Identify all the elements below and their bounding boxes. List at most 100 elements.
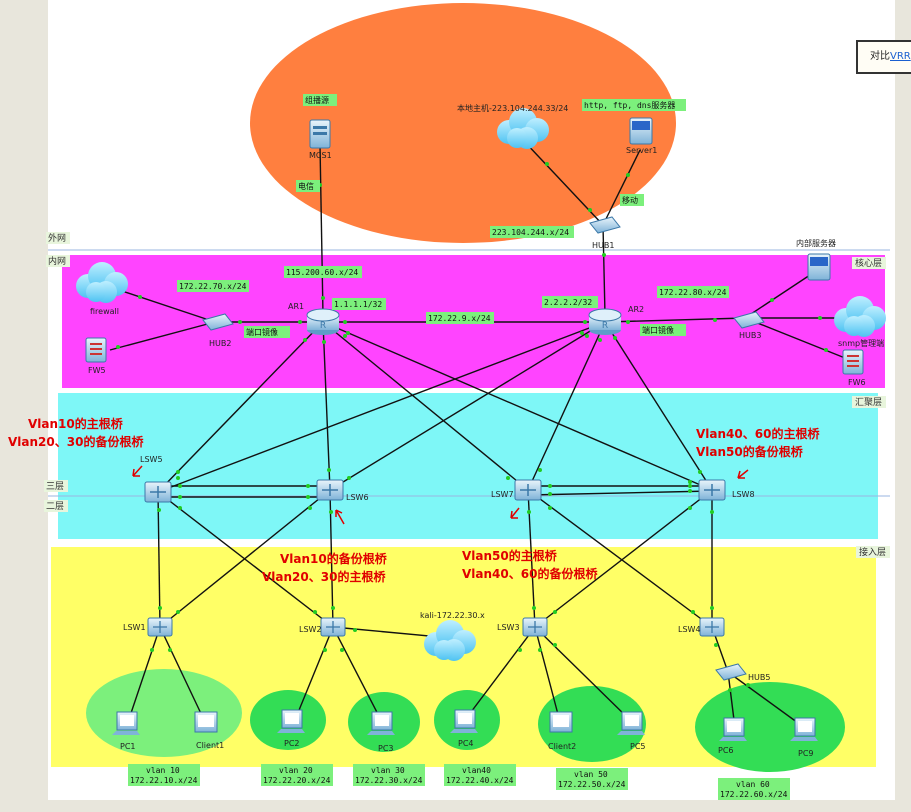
pc-icon[interactable] <box>450 709 478 733</box>
server-icon[interactable] <box>629 117 653 145</box>
device-label-pc6: PC6 <box>718 746 734 755</box>
firewall-icon[interactable] <box>842 349 864 375</box>
device-label-lsw2: LSW2 <box>299 625 322 634</box>
device-label-lsw8: LSW8 <box>732 490 755 499</box>
tag-net-172-80: 172.22.80.x/24 <box>659 288 727 297</box>
tag-mobile: 移动 <box>622 195 638 205</box>
device-label-firewall: firewall <box>90 307 119 316</box>
device-label-client1: Client1 <box>196 741 224 750</box>
note-lsw5-line1: Vlan10的主根桥 <box>28 416 124 431</box>
pc-icon[interactable] <box>617 711 645 735</box>
tag-telecom: 电信 <box>298 181 314 191</box>
server-icon[interactable] <box>309 119 331 149</box>
note-lsw6-line2: Vlan20、30的主根桥 <box>262 569 386 584</box>
zone-labels: 外网 内网 核心层 汇聚层 接入层 三层 二层 <box>44 232 890 558</box>
hub-icon[interactable] <box>715 663 747 681</box>
tag-net-172-9: 172.22.9.x/24 <box>428 314 491 323</box>
device-label-ar2: AR2 <box>628 305 644 314</box>
page-margin-left <box>0 0 48 812</box>
cloud-icon <box>76 108 886 661</box>
tag-http-server: http, ftp, dns服务器 <box>584 100 675 110</box>
vlan60-ellipse <box>695 682 845 772</box>
tag-lo-ar2: 2.2.2.2/32 <box>544 298 592 307</box>
device-label-pc5: PC5 <box>630 742 646 751</box>
pc-icon[interactable] <box>549 711 573 733</box>
vlan50-ellipse <box>538 686 646 762</box>
device-label-hub3: HUB3 <box>739 331 761 340</box>
hub-icon[interactable] <box>202 313 234 331</box>
device-label-pc4: PC4 <box>458 739 474 748</box>
tag-vlan50-name: vlan 50 <box>574 770 608 779</box>
router-icon[interactable]: R <box>588 308 622 335</box>
tag-vlan20-net: 172.22.20.x/24 <box>263 776 331 785</box>
switch-icon[interactable] <box>698 479 726 501</box>
tag-net-172-70: 172.22.70.x/24 <box>179 282 247 291</box>
device-label-fw6: FW6 <box>848 378 866 387</box>
aggregation-zone <box>58 393 878 539</box>
note-lsw8-line2: Vlan50的备份根桥 <box>696 444 804 459</box>
switch-icon[interactable] <box>522 617 548 637</box>
device-label-lsw7: LSW7 <box>491 490 514 499</box>
tag-vlan20-name: vlan 20 <box>279 766 313 775</box>
svg-text:R: R <box>320 321 326 331</box>
server-icon[interactable] <box>807 253 831 281</box>
note-lsw8-line1: Vlan40、60的主根桥 <box>696 426 820 441</box>
hub-icon[interactable] <box>733 311 765 329</box>
zone-aggregation: 汇聚层 <box>855 397 882 408</box>
device-label-mcs1: MCS1 <box>309 151 332 160</box>
device-label-inner-server: 内部服务器 <box>796 238 836 248</box>
hub-icon[interactable] <box>589 216 621 234</box>
note-lsw7-line1: Vlan50的主根桥 <box>462 548 558 563</box>
tag-backgrounds <box>128 94 790 800</box>
tag-vlan40-net: 172.22.40.x/24 <box>446 776 514 785</box>
tag-vlan30-net: 172.22.30.x/24 <box>355 776 423 785</box>
zone-layer3: 三层 <box>46 481 64 492</box>
device-label-lsw5: LSW5 <box>140 455 163 464</box>
device-label-local-host: 本地主机-223.104.244.33/24 <box>457 103 568 113</box>
zone-layer2: 二层 <box>46 501 64 512</box>
zone-core: 核心层 <box>855 257 882 269</box>
pc-icon[interactable] <box>719 717 747 741</box>
pc-icon[interactable] <box>112 711 140 735</box>
device-label-fw5: FW5 <box>88 366 106 375</box>
compare-tooltip: 对比VRR <box>856 40 911 74</box>
note-lsw7-line2: Vlan40、60的备份根桥 <box>462 566 598 581</box>
device-label-lsw3: LSW3 <box>497 623 520 632</box>
tag-mirror-2: 端口镜像 <box>642 325 674 335</box>
note-lsw5-line2: Vlan20、30的备份根桥 <box>8 434 144 449</box>
pc-icon[interactable] <box>790 717 818 741</box>
switch-icon[interactable] <box>144 481 172 503</box>
device-label-snmp: snmp管理端 <box>838 338 884 348</box>
tag-vlan30-name: vlan 30 <box>371 766 405 775</box>
tag-vlan60-name: vlan 60 <box>736 780 770 789</box>
switch-icon[interactable] <box>699 617 725 637</box>
link-dots <box>116 162 828 692</box>
tag-vlan50-net: 172.22.50.x/24 <box>558 780 626 789</box>
page-margin-right <box>895 0 911 812</box>
tag-net-223: 223.104.244.x/24 <box>492 228 569 237</box>
stp-annotations: Vlan10的主根桥 Vlan20、30的备份根桥 Vlan40、60的主根桥 … <box>8 416 820 584</box>
firewall-icon[interactable] <box>85 337 107 363</box>
device-labels: MCS1 本地主机-223.104.244.33/24 Server1 HUB1… <box>88 103 884 758</box>
tag-mirror-1: 端口镜像 <box>246 327 278 337</box>
device-label-pc3: PC3 <box>378 744 394 753</box>
tooltip-link[interactable]: VRR <box>890 51 911 62</box>
pc-icon[interactable] <box>367 711 395 735</box>
pc-icon[interactable] <box>277 709 305 733</box>
device-label-hub1: HUB1 <box>592 241 614 250</box>
device-label-hub2: HUB2 <box>209 339 231 348</box>
switch-icon[interactable] <box>320 617 346 637</box>
tag-net-115: 115.200.60.x/24 <box>286 268 358 277</box>
switch-icon[interactable] <box>316 479 344 501</box>
device-label-server1: Server1 <box>626 146 657 155</box>
switch-icon[interactable] <box>514 479 542 501</box>
pc-icon[interactable] <box>194 711 218 733</box>
tag-vlan10-name: vlan 10 <box>146 766 180 775</box>
router-icon[interactable]: R <box>306 308 340 335</box>
zone-outer: 外网 <box>48 232 66 244</box>
device-label-kali: kali-172.22.30.x <box>420 611 485 620</box>
device-label-pc1: PC1 <box>120 742 136 751</box>
device-label-lsw6: LSW6 <box>346 493 369 502</box>
switch-icon[interactable] <box>147 617 173 637</box>
